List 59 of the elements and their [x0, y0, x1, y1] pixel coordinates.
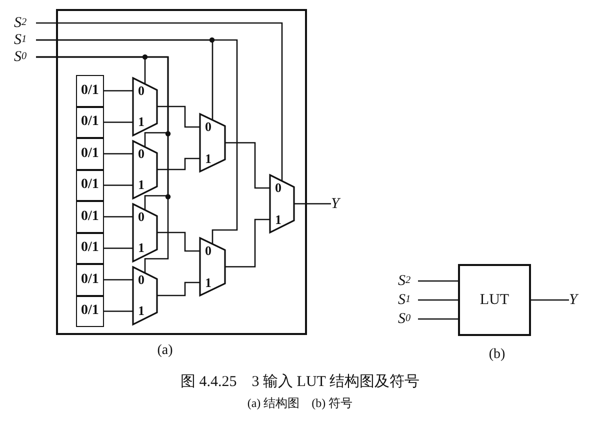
figure-caption: (a) 结构图 (b) 符号 — [246, 395, 354, 412]
wire — [418, 280, 458, 282]
wire — [294, 203, 331, 204]
wire — [531, 299, 569, 301]
wire — [104, 122, 133, 123]
input-number: 1 — [205, 276, 212, 290]
lut-structure-frame — [56, 9, 307, 335]
wire — [104, 216, 133, 218]
wire — [104, 184, 133, 186]
memory-cell: 0/1 — [76, 170, 104, 201]
input-number: 0 — [138, 146, 144, 161]
multiplexer — [133, 204, 157, 262]
input-number: 0 — [138, 210, 144, 224]
input-number: 1 — [205, 152, 212, 166]
wire — [36, 22, 283, 181]
wire — [157, 106, 200, 128]
input-number: 0 — [138, 272, 144, 287]
memory-cell: 0/1 — [76, 296, 104, 327]
wire — [157, 232, 200, 252]
wire — [418, 318, 458, 320]
wire — [104, 310, 133, 312]
wire — [104, 279, 133, 280]
memory-cell: 0/1 — [76, 138, 104, 170]
wire — [36, 39, 238, 244]
wire — [157, 158, 200, 170]
input-number: 0 — [205, 244, 212, 258]
memory-cell: 0/1 — [76, 106, 104, 138]
wire — [104, 90, 133, 92]
wire — [418, 299, 458, 301]
figure-title: 图 4.4.25 3 输入 LUT 结构图及符号 — [180, 372, 420, 391]
signal-name: Y — [569, 291, 583, 309]
multiplexer — [200, 238, 225, 296]
input-number: 1 — [138, 115, 144, 130]
multiplexer — [133, 140, 157, 198]
input-number: 0 — [205, 120, 212, 134]
input-number: 1 — [138, 241, 144, 256]
wire — [104, 153, 133, 154]
input-number: 1 — [275, 212, 282, 226]
wire — [36, 56, 169, 273]
input-number: 1 — [138, 178, 144, 192]
input-number: 0 — [138, 84, 144, 98]
wire — [225, 218, 270, 268]
multiplexer — [270, 175, 294, 232]
multiplexer — [133, 266, 157, 324]
memory-cell: 0/1 — [76, 264, 104, 296]
wire — [104, 248, 133, 249]
wire — [225, 142, 270, 189]
panel-label: (b) — [488, 347, 506, 363]
multiplexer — [200, 114, 225, 172]
panel-label: (a) — [157, 343, 173, 359]
wire — [157, 282, 200, 296]
lut-block: LUT — [458, 264, 531, 336]
multiplexer — [133, 78, 157, 136]
memory-cell: 0/1 — [76, 75, 104, 106]
memory-cell: 0/1 — [76, 232, 104, 264]
signal-name: Y — [331, 195, 345, 213]
input-number: 1 — [138, 304, 144, 318]
input-number: 0 — [275, 181, 282, 195]
memory-cell: 0/1 — [76, 201, 104, 232]
